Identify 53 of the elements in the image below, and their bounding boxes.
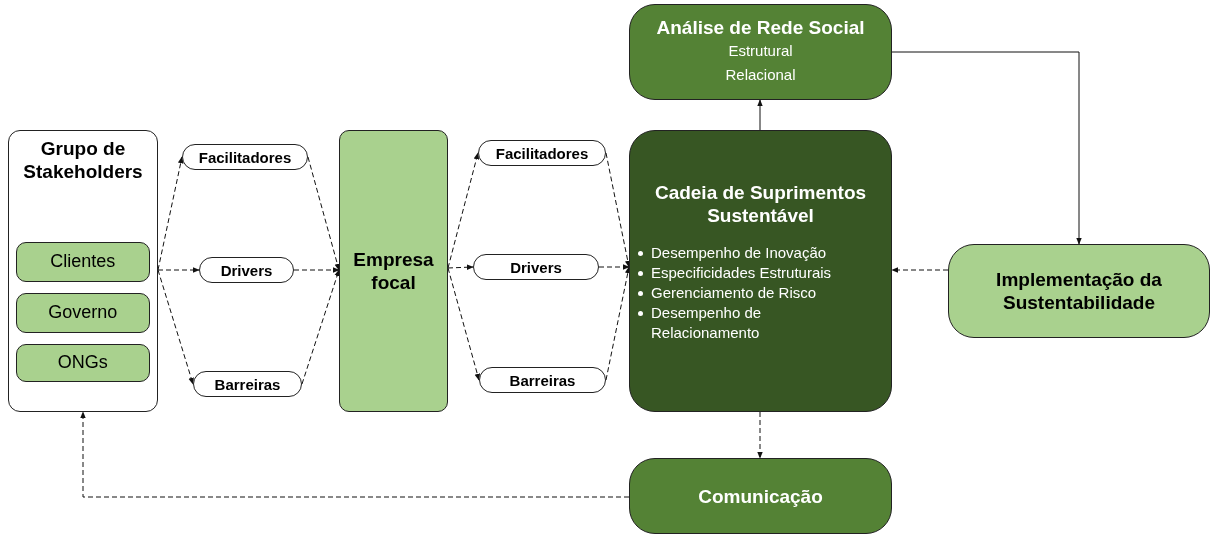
bullet-item: Desempenho de Relacionamento bbox=[651, 303, 763, 343]
arrow bbox=[80, 411, 630, 498]
stakeholder-label: Clientes bbox=[50, 251, 116, 273]
arrow bbox=[757, 99, 763, 131]
factor-label: Facilitadores bbox=[495, 144, 589, 162]
arrow bbox=[447, 267, 480, 381]
communication-box bbox=[629, 458, 892, 534]
arrow bbox=[157, 267, 200, 273]
supply-chain-box bbox=[629, 130, 892, 412]
arrow bbox=[447, 152, 480, 269]
group-heading: Grupo de Stakeholders bbox=[22, 137, 144, 183]
arrow bbox=[605, 152, 631, 268]
stakeholder-box bbox=[15, 241, 150, 282]
sub-item-label: Relacional bbox=[725, 65, 796, 85]
factor-pill bbox=[478, 140, 606, 166]
arrow bbox=[293, 267, 340, 273]
stakeholder-group-box bbox=[8, 130, 158, 412]
arrow bbox=[301, 269, 340, 385]
box-heading: Análise de Rede Social bbox=[656, 17, 865, 39]
factor-label: Barreiras bbox=[509, 371, 576, 389]
bullet-item: Desempenho de Inovação bbox=[651, 243, 827, 263]
factor-label: Barreiras bbox=[214, 375, 281, 393]
factor-pill bbox=[479, 367, 606, 393]
sub-item-label: Estrutural bbox=[728, 41, 793, 61]
arrow bbox=[307, 156, 341, 271]
stakeholder-box bbox=[15, 343, 150, 382]
factor-label: Drivers bbox=[220, 261, 273, 279]
arrow bbox=[757, 411, 763, 459]
factor-label: Facilitadores bbox=[198, 148, 292, 166]
box-label: Implementação da Sustentabilidade bbox=[995, 268, 1163, 314]
factor-pill bbox=[473, 254, 599, 280]
arrow bbox=[605, 266, 631, 381]
factor-pill bbox=[199, 257, 294, 283]
box-heading: Cadeia de Suprimentos Sustentável bbox=[653, 181, 868, 227]
bullet-item: Gerenciamento de Risco bbox=[651, 283, 817, 303]
arrow bbox=[891, 51, 1082, 245]
stakeholder-box bbox=[15, 292, 150, 333]
factor-label: Drivers bbox=[510, 258, 562, 276]
arrow bbox=[891, 267, 949, 273]
arrow bbox=[447, 264, 474, 271]
stakeholder-label: ONGs bbox=[57, 352, 108, 374]
stakeholder-label: Governo bbox=[48, 302, 118, 324]
arrow bbox=[157, 269, 194, 385]
focal-company-label: Empresa focal bbox=[352, 248, 435, 294]
factor-pill bbox=[182, 144, 308, 170]
factor-pill bbox=[193, 371, 302, 397]
arrow bbox=[598, 264, 630, 270]
bullet-item: Especificidades Estruturais bbox=[651, 263, 832, 283]
box-label: Comunicação bbox=[697, 484, 824, 508]
analysis-box bbox=[629, 4, 892, 100]
arrow bbox=[157, 156, 184, 271]
focal-company-box bbox=[339, 130, 448, 412]
implementation-box bbox=[948, 244, 1210, 338]
